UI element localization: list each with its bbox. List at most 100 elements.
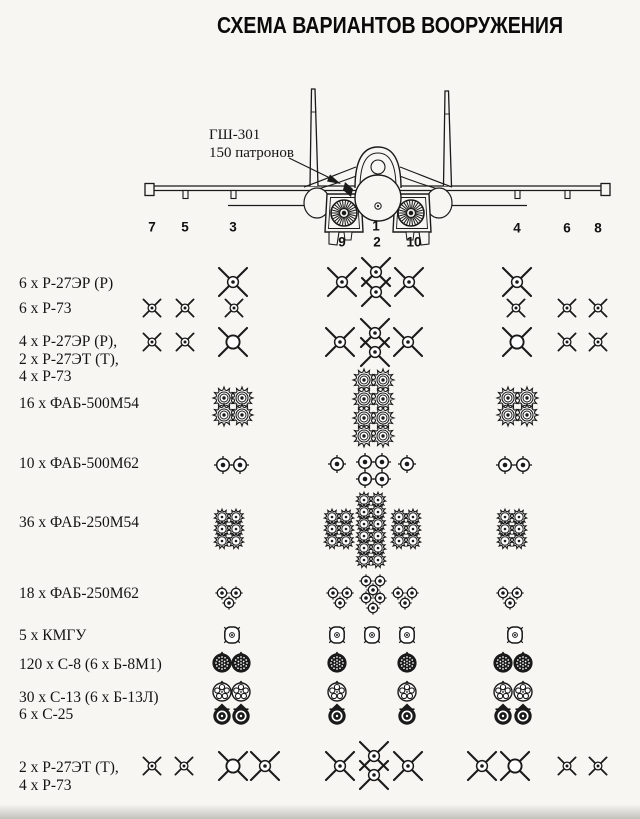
- loadout-label-16xFAB-500M54: 16 х ФАБ-500М54: [19, 395, 140, 412]
- bomb-fab250m62-icon: [333, 596, 347, 610]
- bomb-fab500m54-icon: [514, 402, 540, 428]
- gun-annotation-line2: 150 патронов: [209, 145, 294, 161]
- bomb-fab500m62-icon: [327, 454, 348, 475]
- loadout-label-30xS-13+6xS-25: 6 х С-25: [19, 706, 74, 723]
- bomb-fab500m54-icon: [351, 386, 377, 412]
- station-number-4: 4: [513, 220, 521, 236]
- bomb-fab250m62-icon: [405, 586, 419, 600]
- bomb-fab250m62-icon: [496, 586, 510, 600]
- rocket-pod-b13l-icon: [326, 680, 348, 703]
- kmgu-dispenser-icon: [505, 625, 526, 646]
- missile-r27er-icon: [325, 265, 359, 299]
- bomb-fab250m54-icon: [336, 519, 356, 538]
- missile-r27et-icon: [498, 749, 532, 783]
- kmgu-dispenser-icon: [397, 625, 418, 646]
- missile-r73-icon: [224, 298, 245, 319]
- gun-port-shading: [343, 182, 353, 197]
- rocket-s25-icon: [229, 703, 253, 728]
- station-number-5: 5: [181, 219, 189, 235]
- bomb-fab250m54-icon: [226, 519, 246, 538]
- loadout-label-4xR-27ER+2xR-27ET+4xR-73: 4 х Р-27ЭР (Р),: [19, 333, 118, 350]
- left-engine-fan: [331, 200, 357, 226]
- page-bottom-shadow: [0, 804, 640, 819]
- bomb-fab500m54-icon: [495, 385, 521, 411]
- rocket-pod-b8m1-icon: [211, 651, 233, 674]
- loadout-label-5xKMGU: 5 х КМГУ: [19, 627, 87, 644]
- missile-r27er-icon: [359, 275, 393, 309]
- bomb-fab500m54-icon: [351, 367, 377, 393]
- rocket-s25-icon: [325, 703, 349, 728]
- rocket-pod-b13l-icon: [492, 680, 514, 703]
- bomb-fab250m62-icon: [398, 596, 412, 610]
- missile-r73-icon: [175, 298, 196, 319]
- page-title: СХЕМА ВАРИАНТОВ ВООРУЖЕНИЯ: [216, 12, 564, 38]
- rocket-s25-icon: [395, 703, 419, 728]
- right-engine-fan: [398, 200, 424, 226]
- rocket-s25-icon: [491, 703, 515, 728]
- bomb-fab250m62-icon: [326, 586, 340, 600]
- gun-annotation-arrowhead: [327, 174, 341, 184]
- bomb-fab250m54-icon: [354, 490, 374, 509]
- missile-r73-icon: [142, 756, 163, 777]
- bomb-fab500m54-icon: [351, 423, 377, 449]
- loadout-label-6xR-73: 6 х Р-73: [19, 300, 72, 317]
- missile-r27er-icon: [358, 335, 392, 369]
- station-number-8: 8: [594, 220, 602, 236]
- bomb-fab250m62-icon: [373, 574, 387, 588]
- bomb-fab500m62-icon: [230, 455, 251, 476]
- missile-r73-icon: [174, 756, 195, 777]
- rocket-pod-b8m1-icon: [230, 651, 252, 674]
- loadout-label-4xR-27ER+2xR-27ET+4xR-73: 2 х Р-27ЭТ (Т),: [19, 351, 119, 368]
- bomb-fab500m62-icon: [372, 452, 393, 473]
- bomb-fab250m62-icon: [510, 586, 524, 600]
- left-wingtip-rail: [144, 182, 155, 197]
- missile-r27et-icon: [500, 325, 534, 359]
- loadout-label-30xS-13+6xS-25: 30 х С-13 (6 х Б-13Л): [19, 689, 159, 706]
- bomb-fab250m62-icon: [366, 583, 380, 597]
- bomb-fab250m54-icon: [226, 531, 246, 550]
- missile-r27er-icon: [392, 265, 426, 299]
- pilot-headrest: [370, 159, 386, 175]
- loadout-label-18xFAB-250M62: 18 х ФАБ-250М62: [19, 585, 140, 602]
- bomb-fab250m62-icon: [503, 596, 517, 610]
- missile-r27er-icon: [465, 749, 499, 783]
- bomb-fab250m62-icon: [391, 586, 405, 600]
- loadout-label-10xFAB-500M62: 10 х ФАБ-500М62: [19, 455, 140, 472]
- loadout-label-6xR-27ER: 6 х Р-27ЭР (Р): [19, 275, 114, 292]
- station-number-1: 1: [372, 218, 380, 234]
- missile-r73-icon: [588, 756, 609, 777]
- loadout-label-120xS-8: 120 х С-8 (6 х Б-8М1): [19, 656, 162, 673]
- kmgu-dispenser-icon: [362, 625, 383, 646]
- bomb-fab500m62-icon: [372, 469, 393, 490]
- rocket-s25-icon: [511, 703, 535, 728]
- bomb-fab250m54-icon: [403, 531, 423, 550]
- gun-annotation-leader: [288, 157, 331, 179]
- missile-r73-icon: [142, 332, 163, 353]
- loadout-label-36xFAB-250M54: 36 х ФАБ-250М54: [19, 514, 140, 531]
- bomb-fab250m54-icon: [322, 531, 342, 550]
- bomb-fab500m54-icon: [229, 402, 255, 428]
- left-vertical-tail: [309, 88, 319, 187]
- rocket-pod-b13l-icon: [396, 680, 418, 703]
- loadout-label-2xR-27ET+4xR-73: 2 х Р-27ЭТ (Т),: [19, 759, 119, 776]
- kmgu-dispenser-icon: [222, 625, 243, 646]
- bomb-fab500m62-icon: [355, 469, 376, 490]
- missile-r27er-icon: [323, 749, 357, 783]
- station-number-10: 10: [406, 234, 422, 250]
- bomb-fab250m54-icon: [495, 531, 515, 550]
- right-vertical-tail: [442, 90, 453, 187]
- bomb-fab250m62-icon: [359, 574, 373, 588]
- bomb-fab250m62-icon: [222, 596, 236, 610]
- missile-r73-icon: [557, 298, 578, 319]
- bomb-fab500m54-icon: [370, 405, 396, 431]
- radome: [354, 174, 402, 222]
- missile-r27er-icon: [391, 749, 425, 783]
- rocket-pod-b8m1-icon: [492, 651, 514, 674]
- missile-r27er-icon: [357, 758, 391, 792]
- missile-r27et-icon: [216, 749, 250, 783]
- rocket-pod-b8m1-icon: [326, 651, 348, 674]
- bomb-fab250m62-icon: [366, 601, 380, 615]
- bomb-fab250m54-icon: [389, 531, 409, 550]
- missile-r27er-icon: [500, 265, 534, 299]
